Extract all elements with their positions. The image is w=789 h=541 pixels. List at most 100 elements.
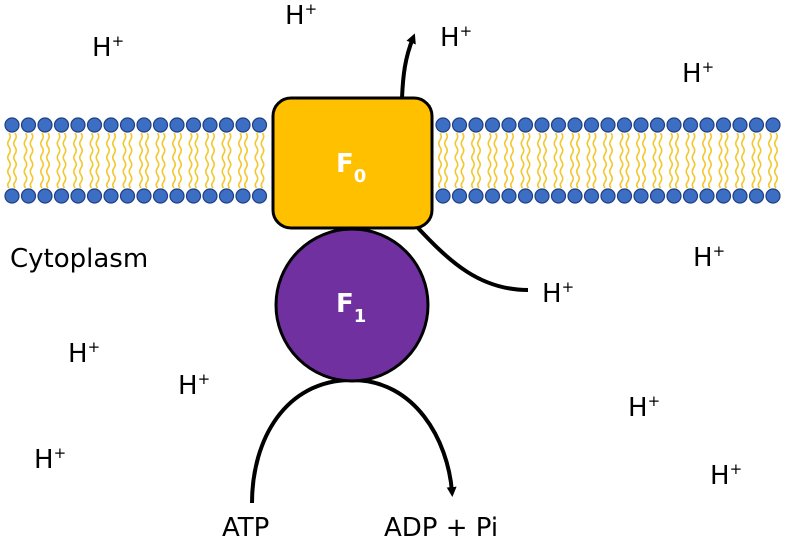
phospholipid-head xyxy=(185,117,202,133)
phospholipid-head xyxy=(218,117,235,133)
lipid-tail xyxy=(526,132,531,189)
lipid-tail xyxy=(29,132,34,189)
lipid-tail xyxy=(757,132,762,189)
lipid-tail xyxy=(718,132,723,189)
phospholipid-head xyxy=(484,117,501,133)
lipid-tails xyxy=(6,132,779,189)
phospholipid-head xyxy=(765,188,781,204)
phospholipid-head xyxy=(649,117,666,133)
lipid-tail xyxy=(608,132,614,189)
lipid-tail xyxy=(210,132,216,189)
phospholipid-head xyxy=(682,188,699,204)
lipid-tail xyxy=(6,132,12,189)
lipid-tail xyxy=(437,132,443,189)
phospholipid-head xyxy=(4,188,20,204)
lipid-tail xyxy=(454,132,459,189)
phospholipid-head xyxy=(748,117,765,133)
phospholipid-head xyxy=(103,188,119,204)
phospholipid-head xyxy=(251,117,268,133)
phospholipid-head xyxy=(202,188,218,204)
phospholipid-head xyxy=(649,188,666,204)
f1-label: F1 xyxy=(336,289,366,327)
lipid-tail xyxy=(751,132,756,189)
lipid-tail xyxy=(685,132,690,189)
phospholipid-head xyxy=(600,117,616,133)
phospholipid-head xyxy=(235,117,251,133)
lipid-tail xyxy=(476,132,482,189)
lipid-tail xyxy=(62,132,67,189)
phospholipid-head xyxy=(534,188,550,204)
lipid-tail xyxy=(674,132,680,189)
lipid-tail xyxy=(194,132,199,189)
phospholipid-head xyxy=(4,117,20,133)
lipid-bilayer-membrane xyxy=(4,117,781,204)
lipid-tail xyxy=(701,132,707,189)
phospholipid-head xyxy=(136,117,152,133)
phospholipid-head xyxy=(20,117,37,133)
phospholipid-head xyxy=(152,117,169,133)
proton-exit-top: H+ xyxy=(440,22,472,53)
atp-synthesis-arrow xyxy=(250,377,457,504)
lipid-tail xyxy=(39,132,45,189)
phospholipid-head xyxy=(86,117,103,133)
lipid-tail xyxy=(78,132,84,189)
lipid-tail xyxy=(89,132,94,189)
phospholipid-head xyxy=(53,188,70,204)
phospholipid-head xyxy=(732,188,748,204)
lipid-tail xyxy=(487,132,492,189)
lipid-tail xyxy=(95,132,100,189)
lipid-tail xyxy=(691,132,696,189)
phospholipid-head xyxy=(119,188,136,204)
lipid-tail xyxy=(237,132,243,189)
lipid-tail xyxy=(658,132,663,189)
lipid-tail xyxy=(553,132,558,189)
f0-subunit xyxy=(271,96,434,230)
lipid-tail xyxy=(12,132,18,189)
phospholipid-head xyxy=(451,117,468,133)
phospholipid-head xyxy=(517,117,534,133)
lipid-tail xyxy=(536,132,542,189)
phospholipid-heads-bottom xyxy=(4,188,781,204)
phospholipid-head xyxy=(616,188,633,204)
proton-left-bottom: H+ xyxy=(34,444,66,475)
lipid-tail xyxy=(740,132,746,189)
phospholipid-head xyxy=(666,188,682,204)
phospholipid-head xyxy=(633,188,649,204)
phospholipid-head xyxy=(583,117,600,133)
phospholipid-head xyxy=(70,188,86,204)
lipid-tail xyxy=(111,132,117,189)
cytoplasm-label: Cytoplasm xyxy=(10,244,148,274)
lipid-tail xyxy=(493,132,498,189)
phospholipid-head xyxy=(616,117,633,133)
lipid-tail xyxy=(635,132,641,189)
lipid-tail xyxy=(503,132,509,189)
phospholipid-head xyxy=(666,117,682,133)
phospholipid-head xyxy=(534,117,550,133)
phospholipid-head xyxy=(715,117,732,133)
lipid-tail xyxy=(569,132,575,189)
lipid-tail xyxy=(443,132,449,189)
lipid-tail xyxy=(668,132,674,189)
phospholipid-head xyxy=(202,117,218,133)
lipid-tail xyxy=(254,132,259,189)
lipid-tail xyxy=(177,132,183,189)
lipid-tail xyxy=(641,132,647,189)
proton-right-bottom: H+ xyxy=(710,460,742,491)
lipid-tail xyxy=(575,132,581,189)
lipid-tail xyxy=(509,132,515,189)
atp-label: ATP xyxy=(222,513,269,541)
lipid-tail xyxy=(542,132,548,189)
lipid-tail xyxy=(260,132,265,189)
phospholipid-head xyxy=(218,188,235,204)
phospholipid-head xyxy=(70,117,86,133)
lipid-tail xyxy=(460,132,465,189)
proton-top-left: H+ xyxy=(92,32,124,63)
phospholipid-head xyxy=(484,188,501,204)
lipid-tail xyxy=(56,132,61,189)
lipid-tail xyxy=(602,132,608,189)
lipid-tail xyxy=(592,132,597,189)
phospholipid-head xyxy=(600,188,616,204)
phospholipid-head xyxy=(583,188,600,204)
phospholipid-head xyxy=(235,188,251,204)
phospholipid-head xyxy=(37,188,53,204)
